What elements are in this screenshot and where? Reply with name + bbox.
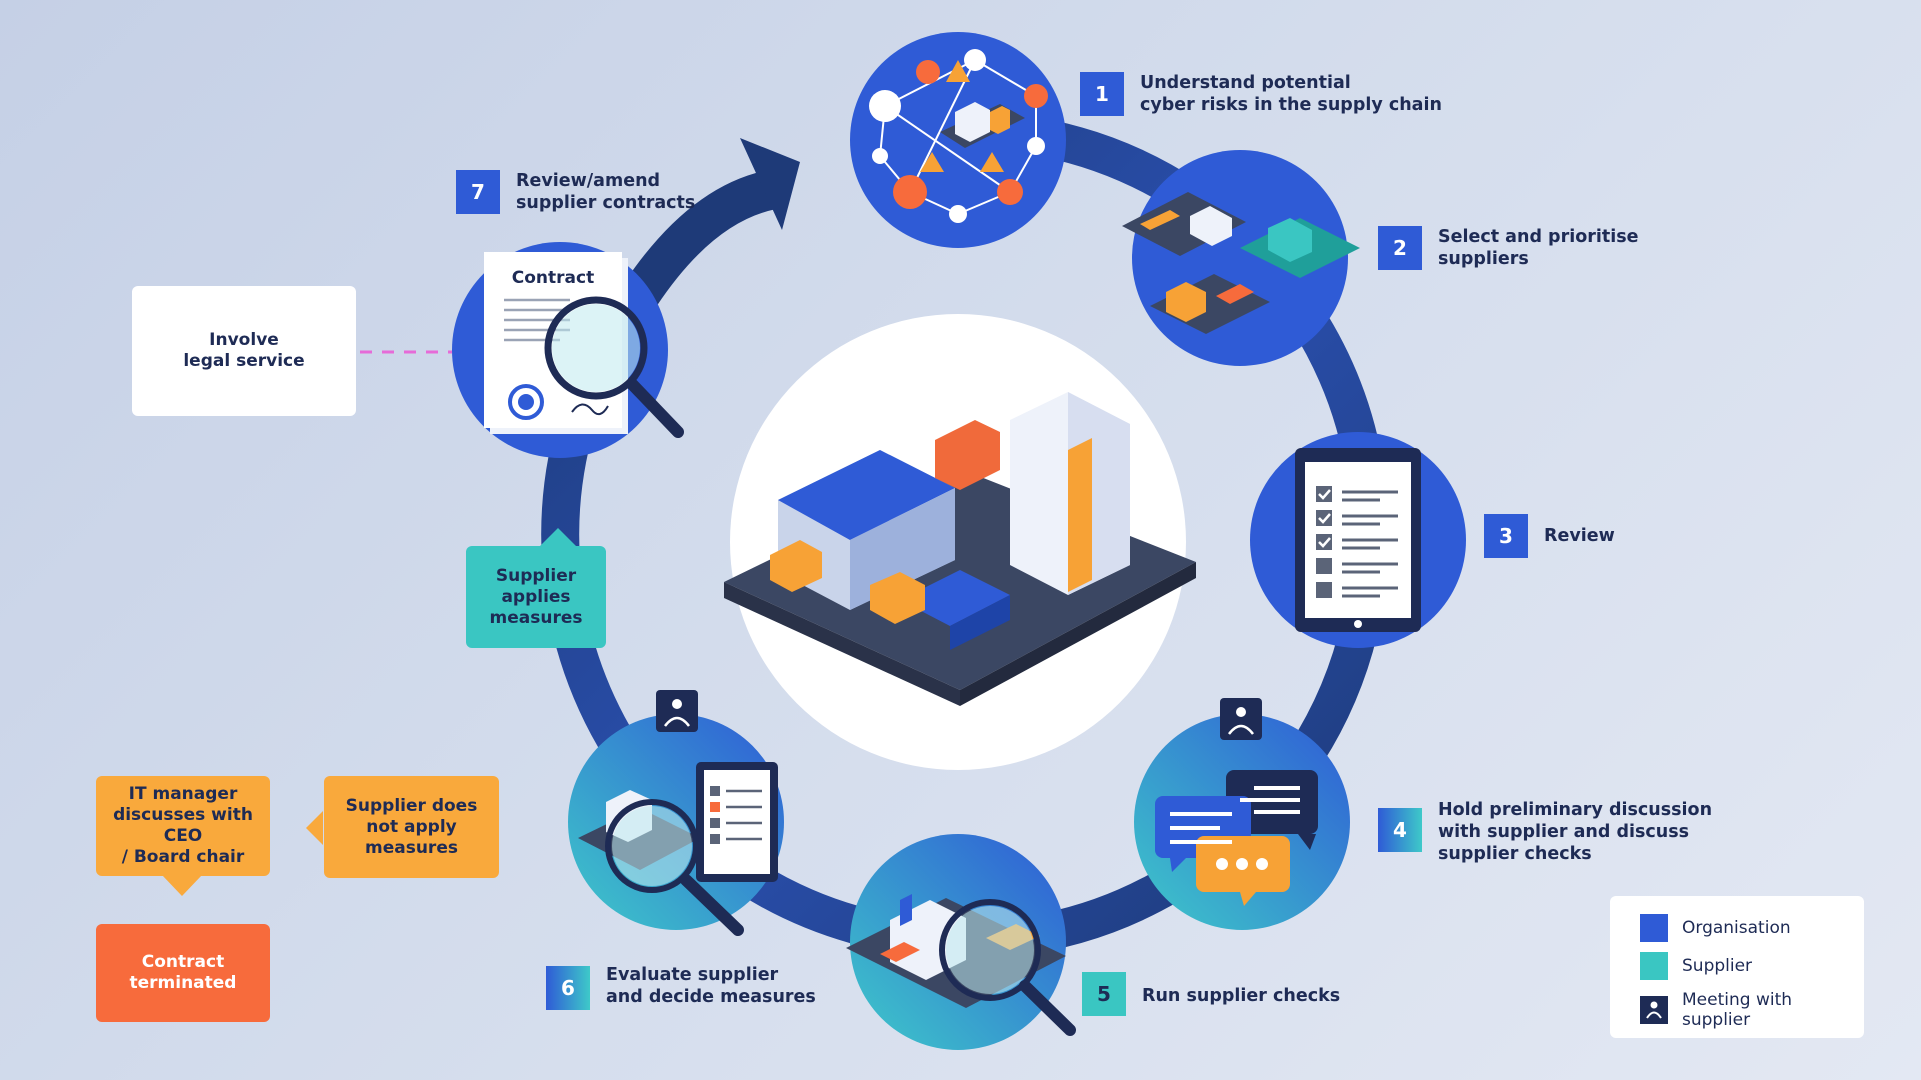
meeting-people-icon xyxy=(1646,1001,1662,1019)
step-2-number: 2 xyxy=(1378,226,1422,270)
legend-organisation: Organisation xyxy=(1640,914,1791,942)
step-3-label: Review xyxy=(1544,526,1615,546)
step-1-number: 1 xyxy=(1080,72,1124,116)
step-4-illustration xyxy=(1134,698,1350,930)
legend-meeting-label: Meeting with supplier xyxy=(1682,990,1793,1030)
applies-box-pointer xyxy=(540,528,576,546)
step-1-label: Understand potential cyber risks in the … xyxy=(1140,73,1442,115)
step-4-number: 4 xyxy=(1378,808,1422,852)
step-5-label: Run supplier checks xyxy=(1142,986,1341,1006)
legend-supplier: Supplier xyxy=(1640,952,1752,980)
step-5-illustration xyxy=(846,834,1076,1050)
step-7-label: Review/amend supplier contracts xyxy=(516,171,696,213)
legend: Organisation Supplier Meeting with suppl… xyxy=(1610,896,1864,1038)
warehouse-illustration xyxy=(724,392,1196,706)
step-4-label: Hold preliminary discussion with supplie… xyxy=(1438,800,1713,864)
involve-legal-service-box: Involve legal service xyxy=(132,286,356,416)
step-5-number: 5 xyxy=(1082,972,1126,1016)
step-6-number: 6 xyxy=(546,966,590,1010)
step-7-number: 7 xyxy=(456,170,500,214)
supplier-does-not-apply-box: Supplier does not apply measures xyxy=(324,776,499,878)
not-apply-box-pointer xyxy=(306,811,323,845)
cycle-arrow-arc xyxy=(623,170,775,307)
step-3-number: 3 xyxy=(1484,514,1528,558)
contract-terminated-box: Contract terminated xyxy=(96,924,270,1022)
step-3-illustration xyxy=(1250,432,1466,648)
supplier-applies-measures-box: Supplier applies measures xyxy=(466,546,606,648)
supplier-swatch xyxy=(1640,952,1668,980)
it-manager-discusses-box: IT manager discusses with CEO / Board ch… xyxy=(96,776,270,876)
step-7-illustration xyxy=(452,242,684,458)
step-6-label: Evaluate supplier and decide measures xyxy=(606,965,816,1007)
step-6-illustration xyxy=(568,690,784,936)
contract-heading: Contract xyxy=(511,268,595,288)
cycle-arrowhead xyxy=(740,138,800,230)
meeting-icon xyxy=(1640,996,1668,1024)
legend-supplier-label: Supplier xyxy=(1682,956,1753,976)
step-1-illustration xyxy=(850,32,1066,248)
step-2-illustration xyxy=(1122,150,1360,366)
legend-organisation-label: Organisation xyxy=(1682,918,1791,938)
step-2-label: Select and prioritise suppliers xyxy=(1438,227,1639,269)
it-manager-box-pointer xyxy=(162,875,202,896)
organisation-swatch xyxy=(1640,914,1668,942)
legend-meeting: Meeting with supplier xyxy=(1640,990,1864,1030)
